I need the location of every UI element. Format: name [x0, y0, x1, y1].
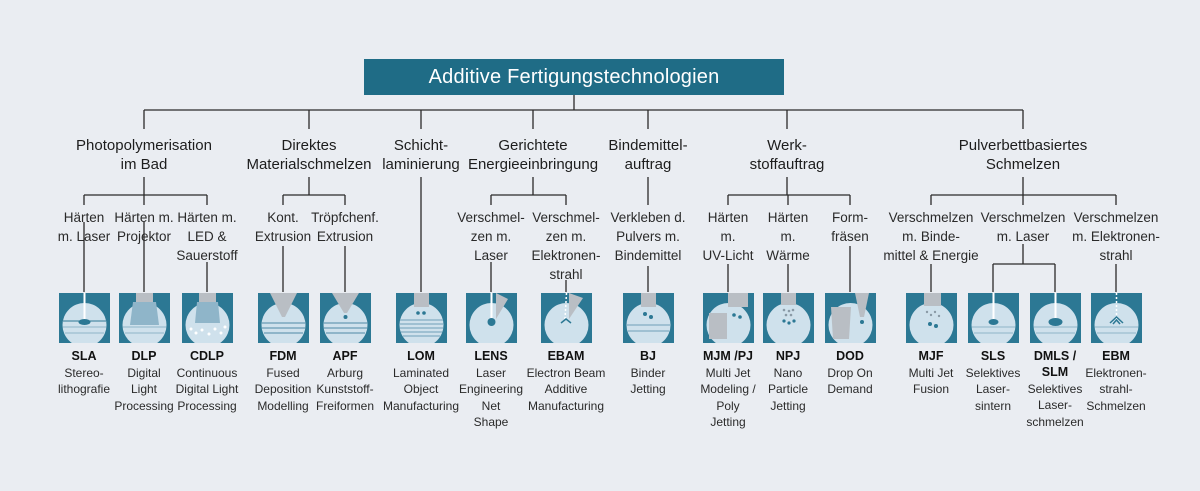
process-desc-dod: Drop On Demand: [827, 366, 873, 397]
process-desc-lens: Laser Engineering Net Shape: [458, 366, 524, 429]
sub-pb-verschmelzen-elektronen: Verschmelzen m. Elektronen- strahl: [1072, 210, 1160, 263]
process-abbr-dod: DOD: [836, 349, 864, 363]
sub-verschmelzen-bindemittel: Verschmelzen m. Binde- mittel & Energie: [883, 210, 979, 263]
process-abbr-cdlp: CDLP: [189, 349, 225, 363]
process-abbr-mjf: MJF: [918, 349, 944, 363]
process-desc-lom: Laminated Object Manufacturing: [382, 366, 460, 413]
category-direktes-materialschmelzen: Direktes Materialschmelzen: [246, 137, 372, 173]
binder-jetting-icon: [622, 293, 674, 343]
process-desc-dmls: Selektives Laser- schmelzen: [1026, 382, 1084, 429]
extrusion-nozzle-icon: [257, 293, 309, 343]
process-desc-mjf: Multi Jet Fusion: [908, 366, 954, 397]
process-abbr-lom: LOM: [407, 349, 435, 363]
root-title: Additive Fertigungstechnologien: [364, 59, 784, 95]
process-desc-cdlp: Continuous Digital Light Processing: [175, 366, 239, 413]
sub-formfraesen: Form- fräsen: [831, 210, 869, 244]
sub-haerten-laser: Härten m. Laser: [57, 210, 111, 244]
category-gerichtete-energieeinbringung: Gerichtete Energieeinbringung: [467, 137, 599, 173]
process-desc-apf: Arburg Kunststoff- Freiformen: [315, 366, 374, 413]
process-abbr-dlp: DLP: [131, 349, 157, 363]
process-desc-dlp: Digital Light Processing: [114, 366, 174, 413]
process-abbr-mjm: MJM /PJ: [702, 349, 753, 363]
sub-verschmelzen-elektronen: Verschmel- zen m. Elektronen- strahl: [531, 210, 601, 282]
drop-on-demand-icon: [824, 293, 876, 343]
led-oxygen-icon: [181, 293, 233, 343]
process-desc-ebm: Elektronen- strahl- Schmelzen: [1085, 366, 1147, 413]
process-abbr-fdm: FDM: [269, 349, 297, 363]
process-desc-sla: Stereo- lithografie: [57, 366, 111, 397]
process-abbr-sls: SLS: [980, 349, 1006, 363]
process-desc-sls: Selektives Laser- sintern: [965, 366, 1021, 413]
sub-verschmelzen-laser: Verschmel- zen m. Laser: [457, 210, 525, 263]
nanoparticle-icon: [762, 293, 814, 343]
electron-beam-melting-icon: [1090, 293, 1142, 343]
sub-kont-extrusion: Kont. Extrusion: [254, 210, 312, 244]
process-desc-mjm: Multi Jet Modeling / Poly Jetting: [700, 366, 756, 429]
process-abbr-sla: SLA: [71, 349, 97, 363]
category-pulverbett: Pulverbettbasiertes Schmelzen: [958, 137, 1088, 173]
process-abbr-ebm: EBM: [1102, 349, 1130, 363]
lamination-icon: [395, 293, 447, 343]
process-abbr-dmls: DMLS / SLM: [1033, 349, 1077, 379]
sub-haerten-uv: Härten m. UV-Licht: [702, 210, 754, 263]
sub-pb-verschmelzen-laser: Verschmelzen m. Laser: [980, 210, 1066, 244]
multijet-icon: [702, 293, 754, 343]
laser-deposition-icon: [465, 293, 517, 343]
droplet-nozzle-icon: [319, 293, 371, 343]
sub-haerten-projektor: Härten m. Projektor: [114, 210, 174, 244]
multijet-fusion-icon: [905, 293, 957, 343]
electron-beam-deposition-icon: [540, 293, 592, 343]
sub-verkleben-pulver: Verkleben d. Pulvers m. Bindemittel: [610, 210, 686, 263]
projector-icon: [118, 293, 170, 343]
process-abbr-npj: NPJ: [775, 349, 801, 363]
category-photopolymerisation: Photopolymerisation im Bad: [76, 137, 212, 173]
sub-haerten-waerme: Härten m. Wärme: [766, 210, 810, 263]
process-abbr-lens: LENS: [474, 349, 508, 363]
sub-tropfchen-extrusion: Tröpfchenf. Extrusion: [311, 210, 379, 244]
category-werkstoffauftrag: Werk- stoffauftrag: [749, 137, 825, 173]
category-bindemittelauftrag: Bindemittel- auftrag: [608, 137, 688, 173]
process-abbr-apf: APF: [332, 349, 358, 363]
process-abbr-bj: BJ: [640, 349, 656, 363]
process-desc-npj: Nano Particle Jetting: [767, 366, 808, 413]
laser-melting-icon: [1029, 293, 1081, 343]
category-schichtlaminierung: Schicht- laminierung: [382, 137, 460, 173]
laser-cure-icon: [58, 293, 110, 343]
process-desc-ebam: Electron Beam Additive Manufacturing: [526, 366, 606, 413]
process-desc-bj: Binder Jetting: [630, 366, 666, 397]
process-abbr-ebam: EBAM: [547, 349, 585, 363]
laser-sintering-icon: [967, 293, 1019, 343]
sub-haerten-led: Härten m. LED & Sauerstoff: [176, 210, 238, 263]
process-desc-fdm: Fused Deposition Modelling: [254, 366, 312, 413]
